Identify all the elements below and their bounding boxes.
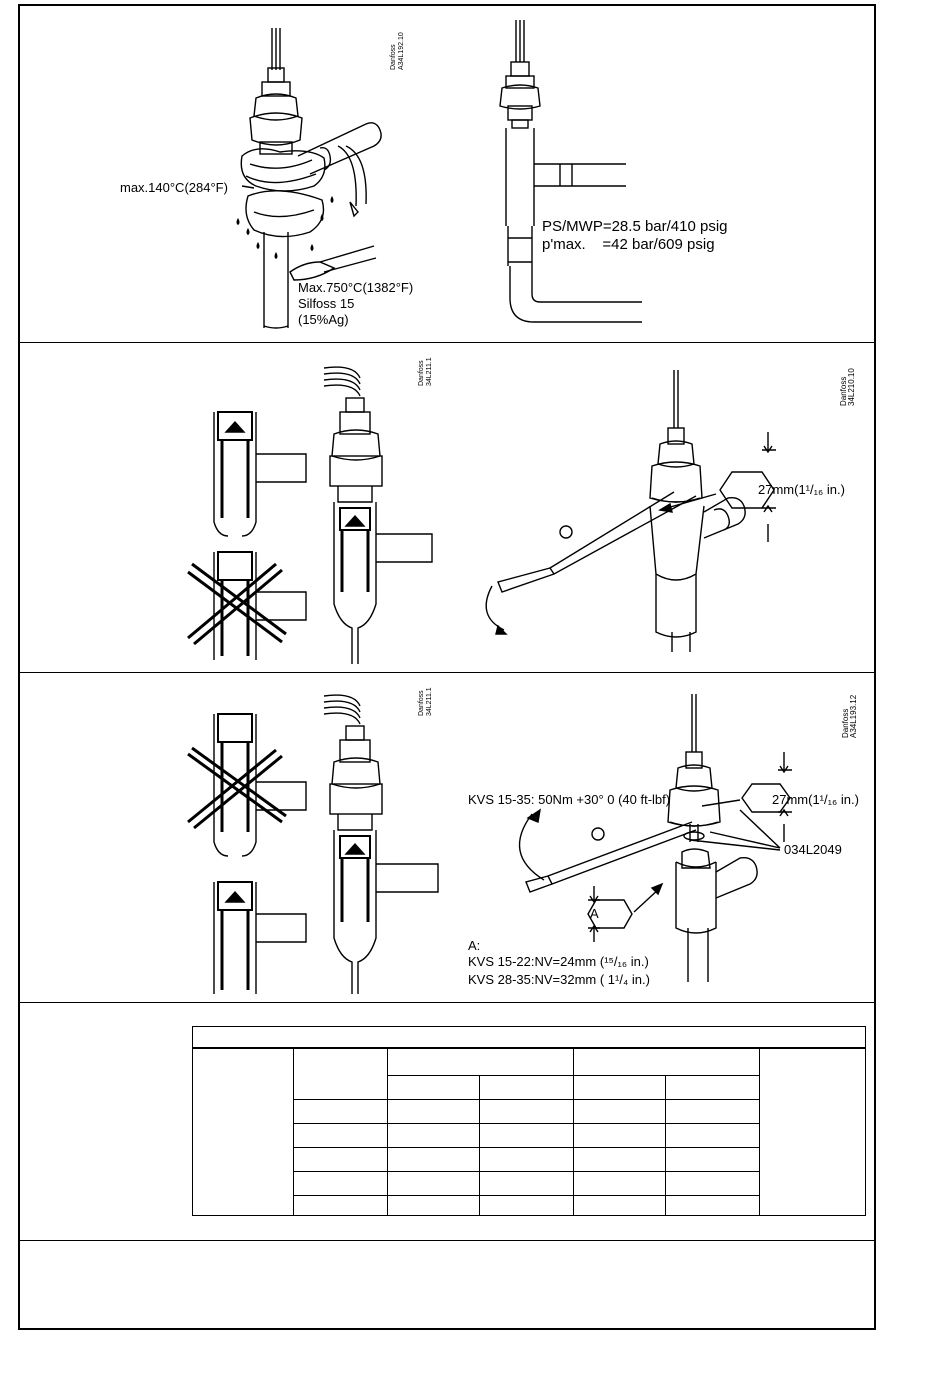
drawing-ref-code: Danfoss 34L210.10: [839, 368, 856, 406]
table-row-line: [387, 1075, 759, 1076]
wrench-size-label: 27mm(1¹/₁₆ in.): [772, 792, 859, 807]
divider-4: [20, 1240, 874, 1241]
assembly-illustration: [187, 366, 776, 664]
data-table: [192, 1026, 866, 1216]
table-header-rule: [193, 1047, 865, 1049]
divider-1: [20, 342, 874, 343]
torque-label: KVS 15-35: 50Nm +30° 0 (40 ft-lbf): [468, 792, 671, 807]
mounting-illustration: [187, 694, 792, 994]
nut-letter-label: A: [590, 906, 599, 921]
table-col-line: [573, 1049, 574, 1215]
divider-2: [20, 672, 874, 673]
table-row-line: [293, 1147, 759, 1148]
page-frame: Danfoss A34L192.10 max.140°C(284°F) Max.…: [18, 4, 876, 1330]
table-row-line: [293, 1123, 759, 1124]
braze-temp-label: Max.750°C(1382°F): [298, 280, 414, 295]
a-line1-label: KVS 15-22:NV=24mm (¹⁵/₁₆ in.): [468, 954, 649, 969]
drawing-ref-code-small: Danfoss 34L211.1: [418, 357, 433, 386]
table-row-line: [293, 1171, 759, 1172]
a-title-label: A:: [468, 938, 481, 953]
table-col-line: [387, 1049, 388, 1215]
panel-assembly: Danfoss 34L211.1 Danfoss 34L210.10 27mm(…: [20, 342, 874, 672]
panel-brazing: Danfoss A34L192.10 max.140°C(284°F) Max.…: [20, 6, 874, 342]
table-row-line: [293, 1099, 759, 1100]
divider-3: [20, 1002, 874, 1003]
braze-material-label: Silfoss 15: [298, 296, 355, 311]
table-col-line: [479, 1075, 480, 1215]
panel-mounting: Danfoss 34L211.1 Danfoss A34L193.12 KVS …: [20, 672, 874, 1002]
table-row-line: [293, 1195, 759, 1196]
table-col-line: [665, 1075, 666, 1215]
table-col-line: [759, 1049, 760, 1215]
pressure-ps-label: PS/MWP=28.5 bar/410 psig: [542, 218, 728, 235]
drawing-ref-code: Danfoss A34L193.12: [841, 694, 858, 738]
temp-max-label: max.140°C(284°F): [120, 180, 228, 195]
drawing-ref-code: Danfoss A34L192.10: [390, 32, 405, 70]
brazing-illustration: [236, 20, 642, 329]
a-line2-label: KVS 28-35:NV=32mm ( 1¹/₄ in.): [468, 972, 650, 987]
drawing-ref-code-small: Danfoss 34L211.1: [418, 687, 433, 716]
braze-silver-label: (15%Ag): [298, 312, 349, 327]
wrench-size-label: 27mm(1¹/₁₆ in.): [758, 482, 845, 497]
part-number-label: 034L2049: [784, 842, 842, 857]
table-col-line: [293, 1049, 294, 1215]
pressure-pmax-label: p'max. =42 bar/609 psig: [542, 236, 715, 253]
